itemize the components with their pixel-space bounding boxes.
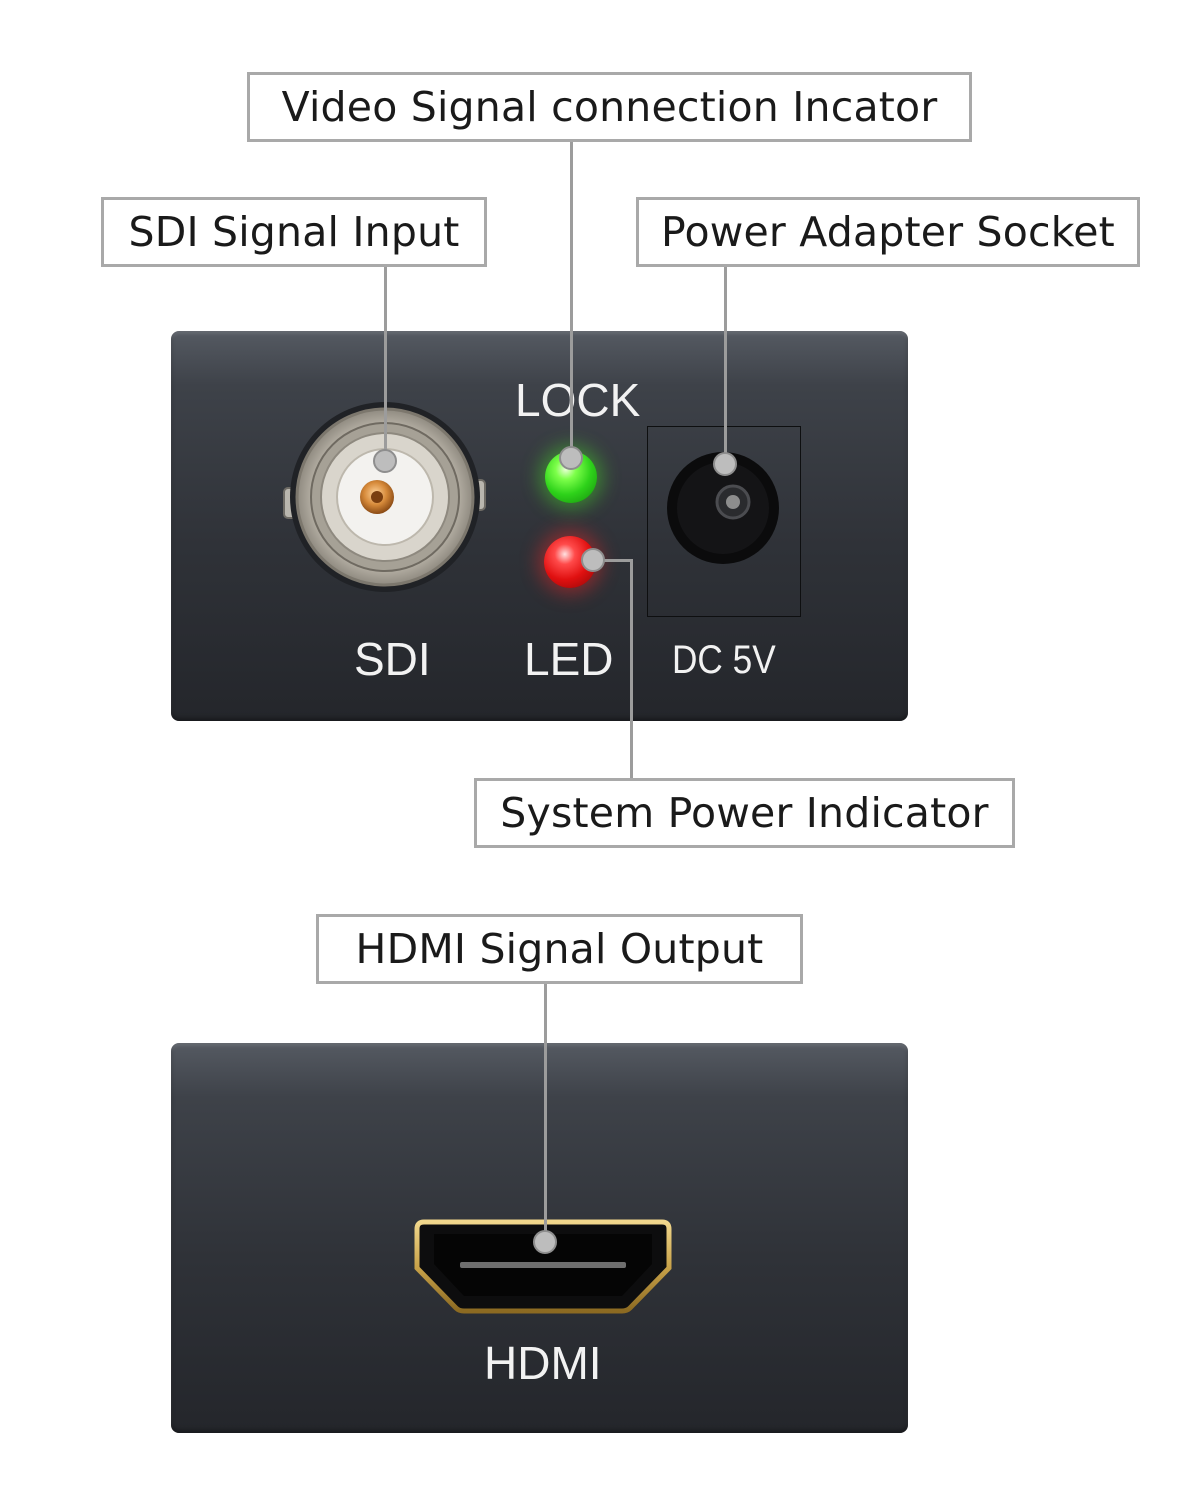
leader-line-sdi	[384, 266, 387, 456]
leader-dot-lock	[559, 446, 583, 470]
callout-hdmi-output: HDMI Signal Output	[316, 914, 803, 984]
leader-dot-system-power	[581, 548, 605, 572]
hdmi-label: HDMI	[484, 1337, 602, 1389]
front-panel	[171, 331, 908, 721]
leader-dot-power-socket	[713, 452, 737, 476]
leader-line-power-socket	[724, 266, 727, 458]
leader-line-lock	[570, 141, 573, 457]
led-label: LED	[524, 633, 614, 685]
lock-label: LOCK	[515, 374, 641, 426]
leader-dot-hdmi	[533, 1230, 557, 1254]
dc-5v-label: DC 5V	[672, 638, 776, 682]
dc-power-socket-icon	[667, 452, 779, 564]
callout-sdi-input: SDI Signal Input	[101, 197, 487, 267]
bnc-connector-icon	[283, 402, 486, 592]
leader-line-system-power-v	[630, 559, 633, 779]
callout-system-power: System Power Indicator	[474, 778, 1015, 848]
hdmi-port-icon	[414, 1219, 672, 1314]
leader-dot-sdi	[373, 449, 397, 473]
leader-line-hdmi	[544, 984, 547, 1236]
sdi-label: SDI	[354, 633, 431, 685]
callout-video-signal: Video Signal connection Incator	[247, 72, 972, 142]
leader-line-system-power-h	[592, 559, 633, 562]
callout-power-socket: Power Adapter Socket	[636, 197, 1140, 267]
